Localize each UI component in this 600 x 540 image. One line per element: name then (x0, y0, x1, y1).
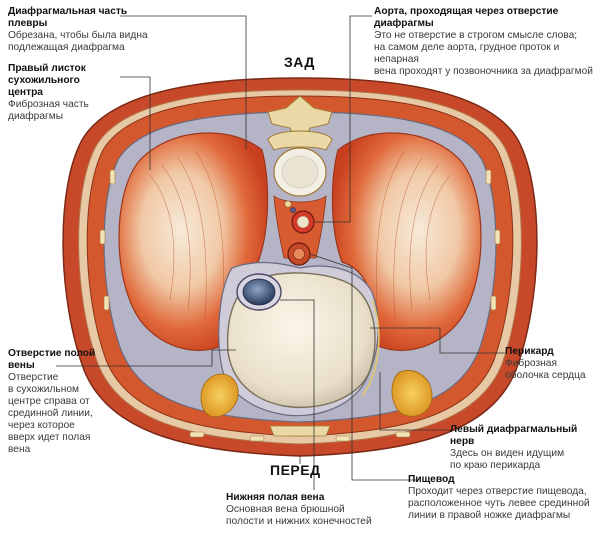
label-desc: Это не отверстие в строгом смысле слова; (374, 30, 578, 41)
label-desc: Фиброзная часть (8, 99, 89, 110)
label-desc: по краю перикарда (450, 460, 541, 471)
label-aorta: Аорта, проходящая через отверстие диафра… (374, 6, 598, 78)
label-diaphragm-pleura: Диафрагмальная часть плевры Обрезана, чт… (8, 6, 188, 54)
inferior-vena-cava-lumen (242, 278, 276, 306)
orientation-back: ЗАД (284, 54, 315, 70)
label-desc: подлежащая диафрагма (8, 42, 125, 53)
thoracic-duct (284, 200, 292, 208)
label-pericardium: Перикард Фиброзная оболочка сердца (505, 346, 595, 382)
right-fat-pad (200, 373, 239, 418)
label-title: плевры (8, 18, 48, 29)
label-title: Нижняя полая вена (226, 492, 325, 503)
label-desc: Фиброзная (505, 358, 557, 369)
label-desc: полости и нижних конечностей (226, 516, 372, 527)
left-phrenic-nerve (361, 299, 380, 397)
right-dome (118, 132, 269, 351)
label-desc: срединной линии, (8, 408, 93, 419)
vertebral-arch (267, 130, 333, 151)
label-title: вены (8, 360, 35, 371)
label-title: сухожильного (8, 75, 80, 86)
esophagus-lumen (293, 248, 305, 260)
label-desc: на самом деле аорта, грудное проток и не… (374, 42, 560, 65)
label-title: Диафрагмальная часть (8, 6, 128, 17)
label-desc: через которое (8, 420, 75, 431)
left-fat-pad (391, 370, 433, 417)
label-desc: расположенное чуть левее срединной (408, 498, 590, 509)
label-title: Правый листок (8, 63, 86, 74)
label-title: диафрагмы (374, 18, 434, 29)
label-desc: вена (8, 444, 31, 455)
label-desc: Обрезана, чтобы была видна (8, 30, 148, 41)
label-title: Пищевод (408, 474, 455, 485)
label-desc: Основная вена брюшной (226, 504, 345, 515)
label-title: Левый диафрагмальный (450, 424, 578, 435)
vertebral-body-inner (281, 155, 319, 189)
label-right-leaflet: Правый листок сухожильного центра Фиброз… (8, 63, 128, 123)
label-desc: в сухожильном (8, 384, 80, 395)
label-title: Аорта, проходящая через отверстие (374, 6, 559, 17)
label-desc: вверх идет полая (8, 432, 91, 443)
label-title: Перикард (505, 346, 554, 357)
label-desc: Отверстие (8, 372, 59, 383)
leader-lines (56, 15, 505, 490)
left-dome (331, 132, 482, 351)
label-vena-cava-opening: Отверстие полой вены Отверстие в сухожил… (8, 348, 108, 456)
label-desc: вена проходят у позвоночника за диафрагм… (374, 66, 593, 77)
label-desc: оболочка сердца (505, 370, 586, 381)
sternum (269, 425, 331, 437)
label-ivc: Нижняя полая вена Основная вена брюшной … (226, 492, 406, 528)
label-desc: центре справа от (8, 396, 90, 407)
rib-markers (99, 169, 501, 442)
label-desc: Проходит через отверстие пищевода, (408, 486, 587, 497)
orientation-front: ПЕРЕД (270, 462, 321, 478)
label-title: нерв (450, 436, 475, 447)
label-title: центра (8, 87, 43, 98)
label-title: Отверстие полой (8, 348, 96, 359)
label-esophagus: Пищевод Проходит через отверстие пищевод… (408, 474, 598, 522)
aorta-lumen (296, 215, 310, 229)
label-left-phrenic: Левый диафрагмальный нерв Здесь он виден… (450, 424, 596, 472)
azygos-vein (290, 207, 296, 213)
label-desc: диафрагмы (8, 111, 64, 122)
label-desc: Здесь он виден идущим (450, 448, 565, 459)
label-desc: линии в правой ножке диафрагмы (408, 510, 571, 521)
